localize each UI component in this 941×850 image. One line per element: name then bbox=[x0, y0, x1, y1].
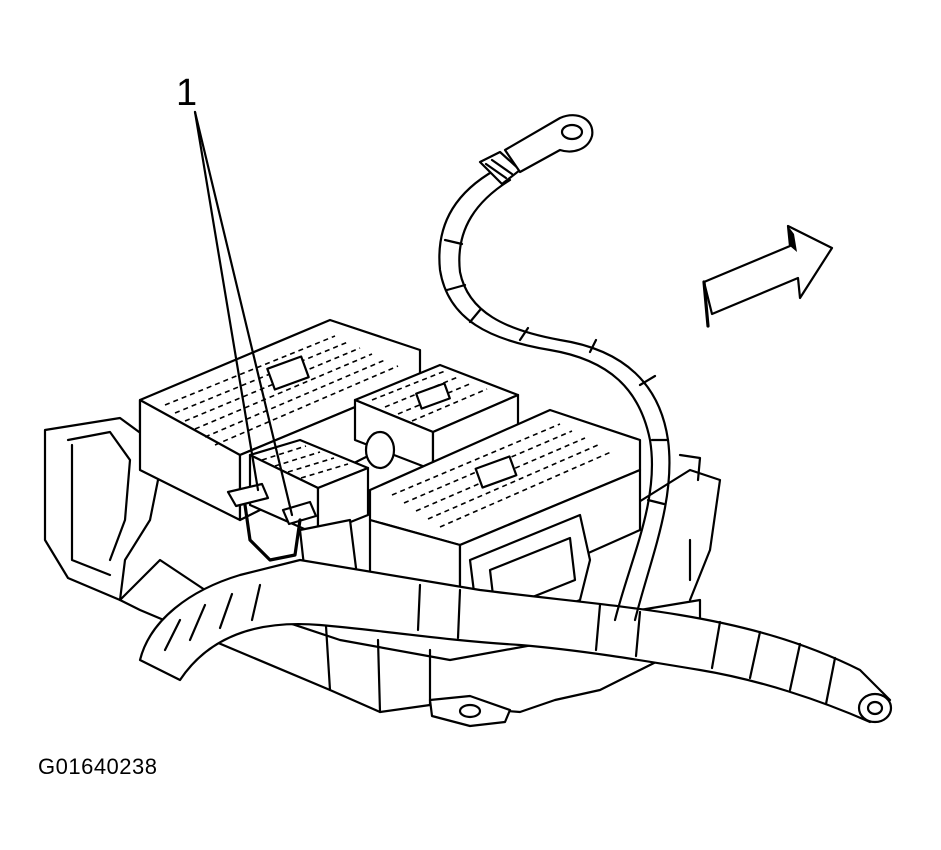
callout-leader bbox=[193, 110, 294, 517]
wiring-harness-main bbox=[138, 558, 893, 724]
relay-block-middle bbox=[353, 363, 520, 472]
callout-number: 1 bbox=[176, 72, 198, 114]
forward-arrow-icon bbox=[702, 224, 834, 330]
ground-cable bbox=[438, 114, 671, 622]
figure-code: G01640238 bbox=[38, 754, 158, 779]
